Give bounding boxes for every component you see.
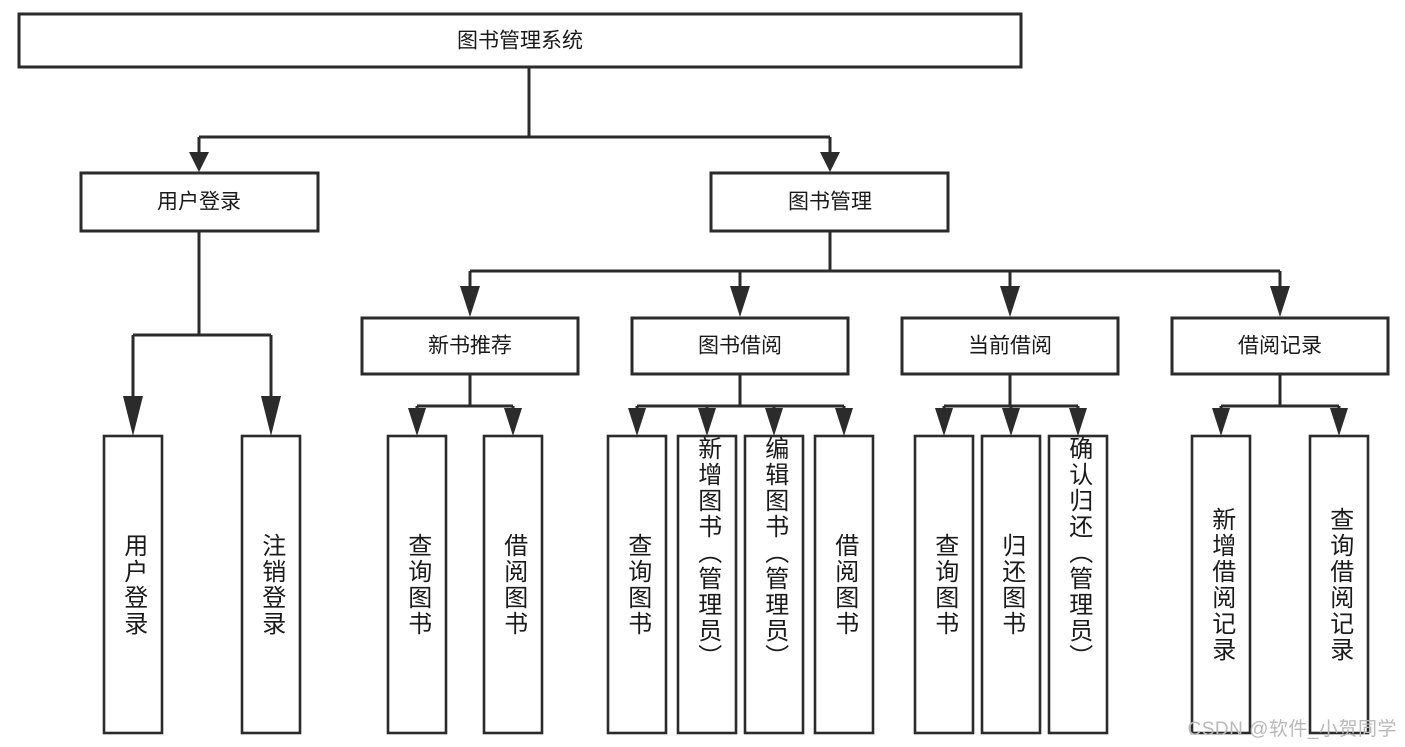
node-new-book-recommend-label: 新书推荐	[428, 335, 512, 358]
arrow-head-bb-leaf-1	[698, 408, 716, 436]
node-user-login[interactable]: 用户登录	[79, 171, 320, 233]
arrow-head-current-borrow	[1000, 286, 1020, 317]
arrow-head-new-book	[460, 286, 480, 317]
arrow-head-bb-leaf-2	[765, 408, 783, 436]
node-root-box	[17, 12, 1023, 69]
node-root-label: 图书管理系统	[457, 30, 583, 53]
node-current-borrow[interactable]: 当前借阅	[900, 316, 1120, 376]
arrow-head-bb-leaf-0	[628, 408, 646, 436]
watermark-text: CSDN @软件_小贺同学	[1187, 719, 1397, 740]
arrow-head-leaf-logout	[261, 396, 281, 436]
leaf-box-borrow-record-1[interactable]	[1308, 434, 1370, 735]
arrow-head-book-manage	[820, 152, 840, 172]
node-borrow-record[interactable]: 借阅记录	[1170, 316, 1390, 376]
node-borrow-record-label: 借阅记录	[1238, 335, 1322, 358]
node-new-book-recommend[interactable]: 新书推荐	[360, 316, 580, 376]
arrow-head-cb-leaf-1	[1002, 408, 1020, 436]
node-current-borrow-box	[900, 316, 1120, 376]
arrow-head-cb-leaf-0	[935, 408, 953, 436]
node-root[interactable]: 图书管理系统	[17, 12, 1023, 69]
leaf-box-book-borrow-0[interactable]	[606, 434, 668, 735]
node-new-book-recommend-box	[360, 316, 580, 376]
node-book-borrow-box	[630, 316, 850, 376]
arrow-head-nb-leaf-0	[408, 408, 426, 436]
leaf-box-book-borrow-1[interactable]	[676, 434, 738, 735]
leaf-box-book-borrow-2[interactable]	[743, 434, 805, 735]
leaf-box-borrow-record-0[interactable]	[1190, 434, 1252, 735]
arrow-head-borrow-record	[1270, 286, 1290, 317]
arrow-head-leaf-user-login	[123, 396, 143, 436]
arrow-head-br-leaf-1	[1330, 408, 1348, 436]
node-book-manage-box	[709, 171, 950, 233]
arrow-head-book-borrow	[730, 286, 750, 317]
leaf-box-current-borrow-0[interactable]	[913, 434, 975, 735]
leaf-box-book-borrow-3[interactable]	[813, 434, 875, 735]
arrow-head-cb-leaf-2	[1069, 408, 1087, 436]
arrow-head-user-login	[189, 152, 209, 172]
node-book-borrow[interactable]: 图书借阅	[630, 316, 850, 376]
node-user-login-label: 用户登录	[157, 191, 241, 214]
leaf-box-current-borrow-2[interactable]	[1047, 434, 1109, 735]
node-current-borrow-label: 当前借阅	[968, 335, 1052, 358]
leaf-box-new-book-0[interactable]	[386, 434, 448, 735]
node-borrow-record-box	[1170, 316, 1390, 376]
node-book-borrow-label: 图书借阅	[698, 335, 782, 358]
arrow-head-bb-leaf-3	[835, 408, 853, 436]
node-book-manage-label: 图书管理	[788, 191, 872, 214]
leaf-box-current-borrow-1[interactable]	[980, 434, 1042, 735]
leaf-box-user-login-1[interactable]	[240, 434, 302, 735]
leaf-box-user-login-0[interactable]	[102, 434, 164, 735]
leaf-box-new-book-1[interactable]	[482, 434, 544, 735]
arrow-head-nb-leaf-1	[504, 408, 522, 436]
node-book-manage[interactable]: 图书管理	[709, 171, 950, 233]
arrow-head-br-leaf-0	[1212, 408, 1230, 436]
